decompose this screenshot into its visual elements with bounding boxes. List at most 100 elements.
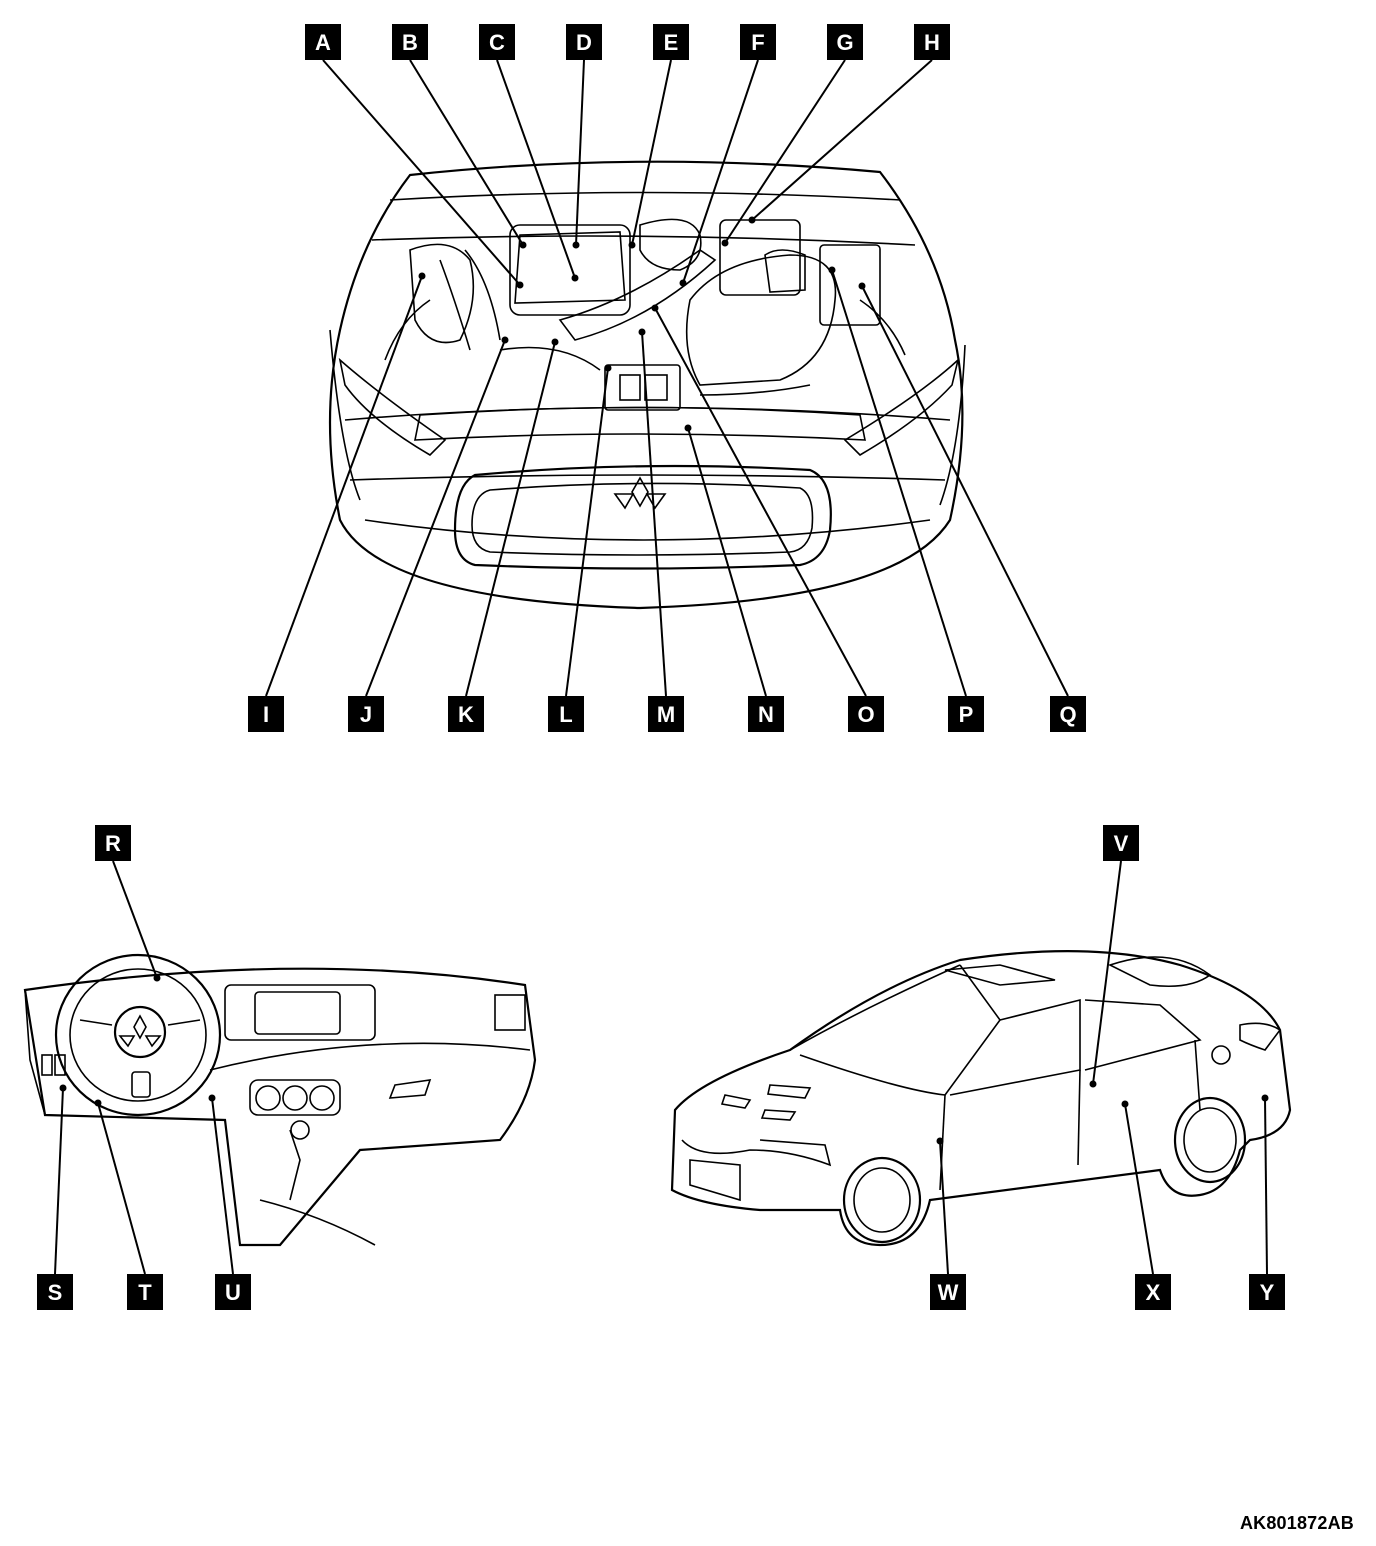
callout-label-y: Y (1260, 1280, 1275, 1305)
leader-dot-j (501, 336, 509, 344)
callout-label-w: W (938, 1280, 959, 1305)
callout-label-t: T (138, 1280, 152, 1305)
leader-line-i (265, 275, 423, 697)
leader-dot-o (651, 304, 659, 312)
callout-box-d (566, 24, 602, 60)
callout-x: X (1135, 1274, 1171, 1310)
engine-compartment-illustration (328, 160, 966, 610)
leader-dot-m (638, 328, 646, 336)
leader-line-s (54, 1087, 64, 1275)
callout-box-a (305, 24, 341, 60)
leader-line-w (939, 1140, 949, 1275)
leader-dot-x (1121, 1100, 1129, 1108)
callout-s: S (37, 1274, 73, 1310)
callout-label-g: G (836, 30, 853, 55)
leader-dot-v (1089, 1080, 1097, 1088)
callout-w: W (930, 1274, 966, 1310)
callout-m: M (648, 696, 684, 732)
callout-u: U (215, 1274, 251, 1310)
callout-box-v (1103, 825, 1139, 861)
vehicle-exterior-illustration (670, 950, 1292, 1247)
callout-h: H (914, 24, 950, 60)
leader-dot-t (94, 1099, 102, 1107)
callout-b: B (392, 24, 428, 60)
leader-dot-q (858, 282, 866, 290)
leader-line-q (861, 285, 1069, 697)
leader-dot-f (679, 279, 687, 287)
leader-line-u (211, 1097, 234, 1275)
callout-y: Y (1249, 1274, 1285, 1310)
leader-dot-y (1261, 1094, 1269, 1102)
leader-line-t (97, 1102, 146, 1275)
callout-box-i (248, 696, 284, 732)
leader-line-v (1092, 860, 1122, 1085)
callout-k: K (448, 696, 484, 732)
leader-dot-g (721, 239, 729, 247)
callout-label-x: X (1146, 1280, 1161, 1305)
callout-label-c: C (489, 30, 505, 55)
callout-q: Q (1050, 696, 1086, 732)
callout-label-m: M (657, 702, 675, 727)
callout-labels: A B C D E F G H I J K L M N O P Q R S T U V W X Y (37, 24, 1285, 1310)
leader-dot-i (418, 272, 426, 280)
leader-line-f (682, 59, 759, 284)
callout-box-j (348, 696, 384, 732)
callout-box-n (748, 696, 784, 732)
callout-o: O (848, 696, 884, 732)
callout-t: T (127, 1274, 163, 1310)
leader-dot-k (551, 338, 559, 346)
callout-label-v: V (1114, 831, 1129, 856)
callout-n: N (748, 696, 784, 732)
callout-label-o: O (857, 702, 874, 727)
callout-a: A (305, 24, 341, 60)
leader-line-d (575, 59, 585, 246)
leader-dot-c (571, 274, 579, 282)
callout-label-e: E (664, 30, 679, 55)
leader-line-e (631, 59, 672, 246)
callout-box-g (827, 24, 863, 60)
callout-box-s (37, 1274, 73, 1310)
callout-p: P (948, 696, 984, 732)
callout-label-s: S (48, 1280, 63, 1305)
callout-box-m (648, 696, 684, 732)
leader-line-x (1124, 1103, 1154, 1275)
leader-line-g (724, 59, 846, 244)
callout-box-w (930, 1274, 966, 1310)
leader-line-k (465, 341, 556, 697)
callout-box-c (479, 24, 515, 60)
callout-box-o (848, 696, 884, 732)
callout-label-a: A (315, 30, 331, 55)
callout-box-r (95, 825, 131, 861)
callout-box-l (548, 696, 584, 732)
callout-v: V (1103, 825, 1139, 861)
leader-dot-u (208, 1094, 216, 1102)
callout-box-q (1050, 696, 1086, 732)
callout-label-u: U (225, 1280, 241, 1305)
callout-r: R (95, 825, 131, 861)
callout-label-q: Q (1059, 702, 1076, 727)
callout-l: L (548, 696, 584, 732)
callout-box-y (1249, 1274, 1285, 1310)
callout-label-d: D (576, 30, 592, 55)
callout-f: F (740, 24, 776, 60)
leader-dot-p (828, 266, 836, 274)
callout-box-f (740, 24, 776, 60)
callout-g: G (827, 24, 863, 60)
callout-box-e (653, 24, 689, 60)
leader-line-c (496, 59, 576, 279)
leader-dot-b (519, 241, 527, 249)
callout-box-u (215, 1274, 251, 1310)
leader-dot-a (516, 281, 524, 289)
leader-line-h (751, 59, 933, 221)
callout-box-x (1135, 1274, 1171, 1310)
callout-i: I (248, 696, 284, 732)
leader-dot-s (59, 1084, 67, 1092)
callout-c: C (479, 24, 515, 60)
leader-line-l (565, 367, 609, 697)
callout-e: E (653, 24, 689, 60)
leader-dot-d (572, 241, 580, 249)
callout-j: J (348, 696, 384, 732)
leader-line-j (365, 339, 506, 697)
leader-line-n (687, 427, 767, 697)
